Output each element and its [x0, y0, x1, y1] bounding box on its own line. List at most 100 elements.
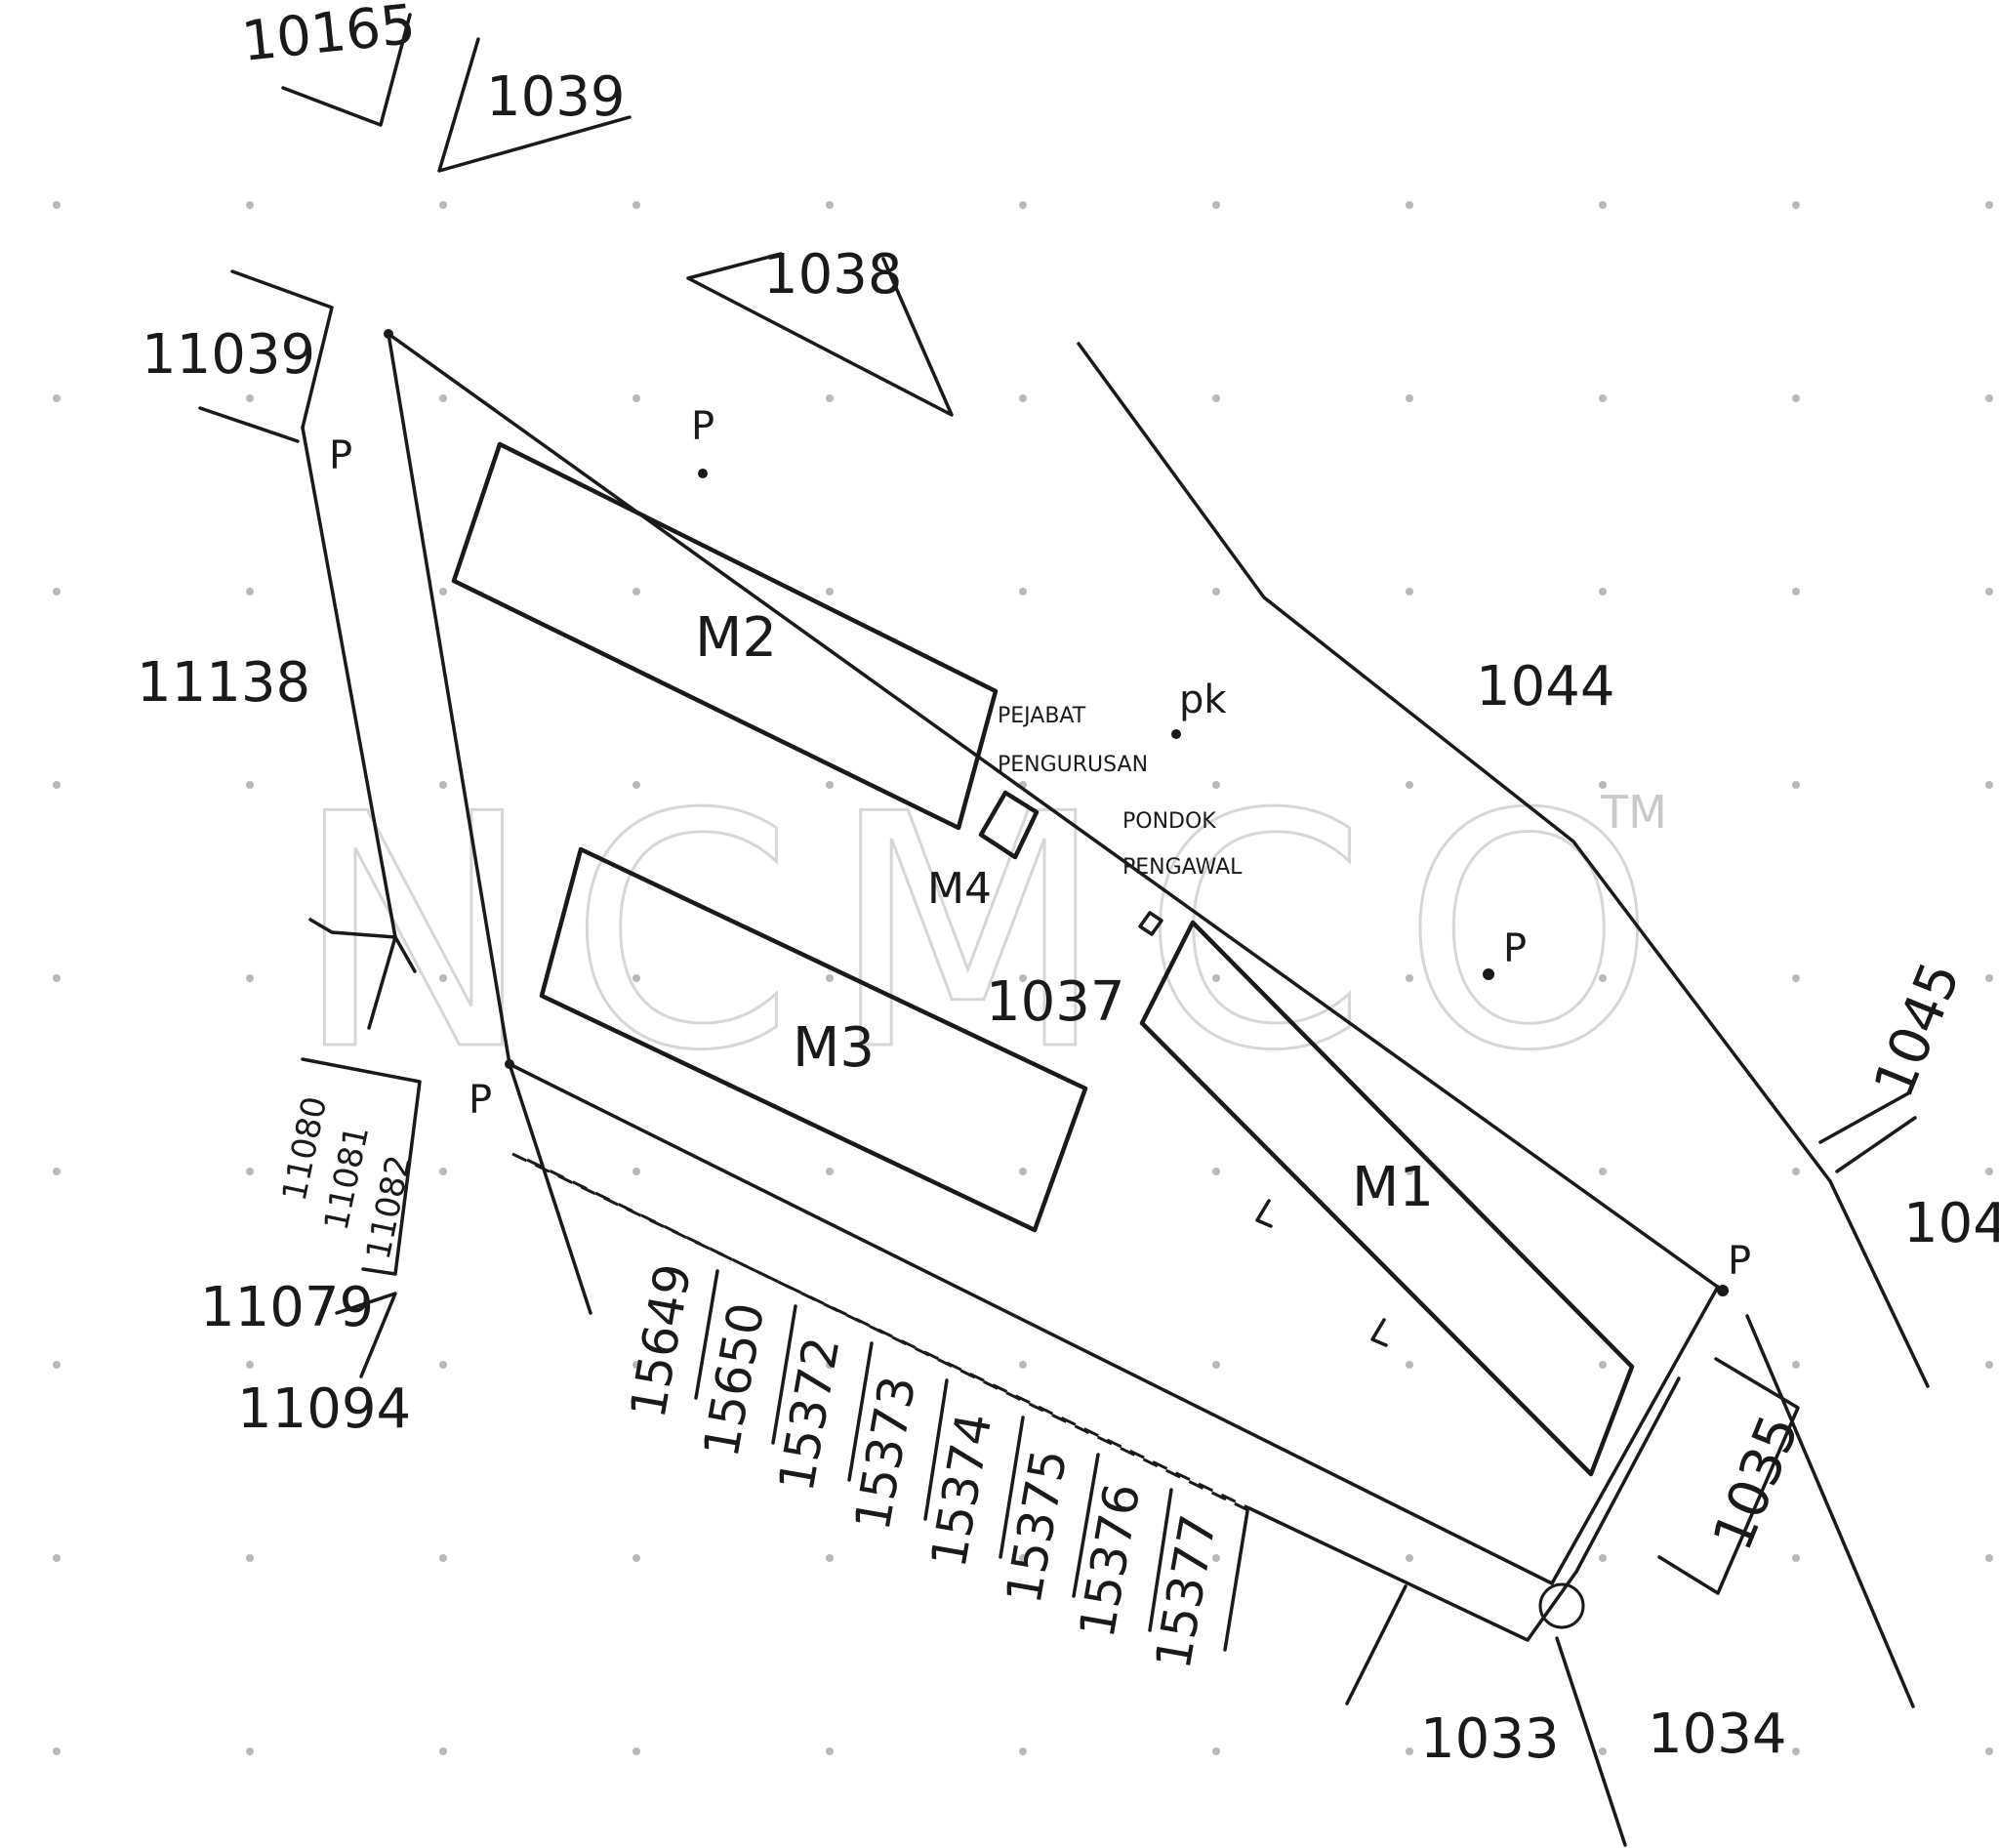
grid-dot — [1985, 1747, 1993, 1755]
grid-dot — [1792, 394, 1800, 402]
lot-11039-boundary-bottom — [198, 406, 300, 443]
grid-dot — [53, 1747, 61, 1755]
grid-dot — [1406, 974, 1413, 982]
grid-dot — [439, 1361, 447, 1369]
grid-dot — [1599, 1361, 1607, 1369]
grid-dot — [1212, 588, 1220, 595]
grid-dot — [1019, 1554, 1027, 1562]
grid-dot — [1212, 1554, 1220, 1562]
building-m1-door — [1370, 1318, 1388, 1347]
peg-marker — [384, 329, 393, 339]
grid-dot — [826, 1361, 834, 1369]
lot-1039-boundary — [437, 37, 632, 173]
building-m3 — [539, 846, 1088, 1233]
lot-1038-boundary — [686, 252, 954, 417]
lots-11080-11082-box — [301, 1057, 422, 1276]
grid-dot — [439, 1747, 447, 1755]
grid-dot — [1985, 1554, 1993, 1562]
grid-dot — [53, 1361, 61, 1369]
row-lot-label: 15372 — [768, 1333, 851, 1496]
grid-dot — [53, 394, 61, 402]
lot-1035-box — [1657, 1357, 1800, 1595]
grid-dot — [1792, 201, 1800, 209]
grid-dot — [1599, 588, 1607, 595]
grid-dot — [1985, 974, 1993, 982]
row-lot-divider — [1072, 1453, 1100, 1598]
grid-dot — [1406, 201, 1413, 209]
grid-dot — [53, 974, 61, 982]
grid-dot — [1406, 1361, 1413, 1369]
lot-1039-label: 1039 — [486, 65, 626, 129]
junction-circle — [1538, 1582, 1585, 1629]
grid-dot — [1792, 781, 1800, 789]
grid-dot — [1019, 1747, 1027, 1755]
row-lot-divider — [694, 1269, 719, 1400]
lot-1046-label: 1046 — [1903, 1192, 1999, 1255]
lot-1044-boundary — [1077, 342, 1930, 1388]
row-lot-dividers — [526, 1158, 1255, 1652]
grid-dot — [246, 781, 254, 789]
row-lot-label: 15373 — [844, 1372, 927, 1535]
grid-dot — [1792, 974, 1800, 982]
peg-label: P — [1728, 1239, 1751, 1284]
row-lot-divider — [999, 1416, 1025, 1559]
grid-dot — [246, 1361, 254, 1369]
building-m2 — [451, 441, 999, 831]
grid-dot — [1019, 201, 1027, 209]
lot-1034-label: 1034 — [1648, 1703, 1787, 1766]
grid-dot — [1985, 1361, 1993, 1369]
peg-marker — [1483, 968, 1494, 980]
row-lot-divider — [1223, 1509, 1249, 1652]
grid-dot — [1019, 974, 1027, 982]
grid-dot — [1212, 1168, 1220, 1175]
site-boundary-north — [387, 332, 1725, 1293]
grid-dot — [439, 1554, 447, 1562]
grid-dot — [1599, 1168, 1607, 1175]
grid-dot — [1985, 394, 1993, 402]
grid-dot — [1599, 974, 1607, 982]
grid-dot — [1792, 1168, 1800, 1175]
grid-dot — [246, 394, 254, 402]
grid-dot — [1019, 588, 1027, 595]
lot-1044-label: 1044 — [1476, 655, 1615, 719]
grid-dot — [826, 394, 834, 402]
grid-dot — [246, 201, 254, 209]
grid-dot — [1212, 1747, 1220, 1755]
peg-marker — [1171, 729, 1181, 739]
lot-1033-1034-divider — [1555, 1636, 1627, 1847]
building-m2-label: M2 — [695, 606, 777, 670]
peg-marker — [505, 1059, 514, 1069]
grid-dot — [1406, 394, 1413, 402]
road-west-jog — [308, 918, 417, 973]
building-m3-label: M3 — [793, 1016, 875, 1080]
grid-dot — [1212, 1361, 1220, 1369]
road-south-outer-edge — [1247, 1376, 1681, 1642]
grid-dot — [1406, 588, 1413, 595]
grid-dot — [1599, 201, 1607, 209]
lot-11039-boundary-top — [230, 269, 334, 430]
grid-dot — [1985, 201, 1993, 209]
lot-1035-boundary — [1745, 1314, 1915, 1708]
lot-1033-label: 1033 — [1420, 1707, 1560, 1771]
grid-dot — [1985, 588, 1993, 595]
grid-dot — [1019, 394, 1027, 402]
row-lot-label: 15374 — [920, 1409, 1003, 1572]
row-lot-divider — [847, 1341, 874, 1482]
peg-marker — [698, 469, 708, 478]
grid-dot — [826, 1168, 834, 1175]
grid-dot — [1212, 394, 1220, 402]
grid-dot — [632, 974, 640, 982]
grid-dot — [826, 781, 834, 789]
watermark-text: NCMCO — [293, 746, 1691, 1121]
building-m1-label: M1 — [1352, 1156, 1434, 1219]
grid-dot — [632, 1168, 640, 1175]
grid-dot — [1792, 1361, 1800, 1369]
grid-dots — [53, 201, 1993, 1755]
building-m4 — [978, 790, 1040, 860]
grid-dot — [439, 1168, 447, 1175]
guardhouse-note-line1: PONDOK — [1122, 809, 1216, 834]
lot-1033-west-boundary — [1345, 1584, 1407, 1705]
grid-dot — [1792, 1554, 1800, 1562]
row-lot-label: 15375 — [996, 1445, 1079, 1608]
grid-dot — [1599, 781, 1607, 789]
